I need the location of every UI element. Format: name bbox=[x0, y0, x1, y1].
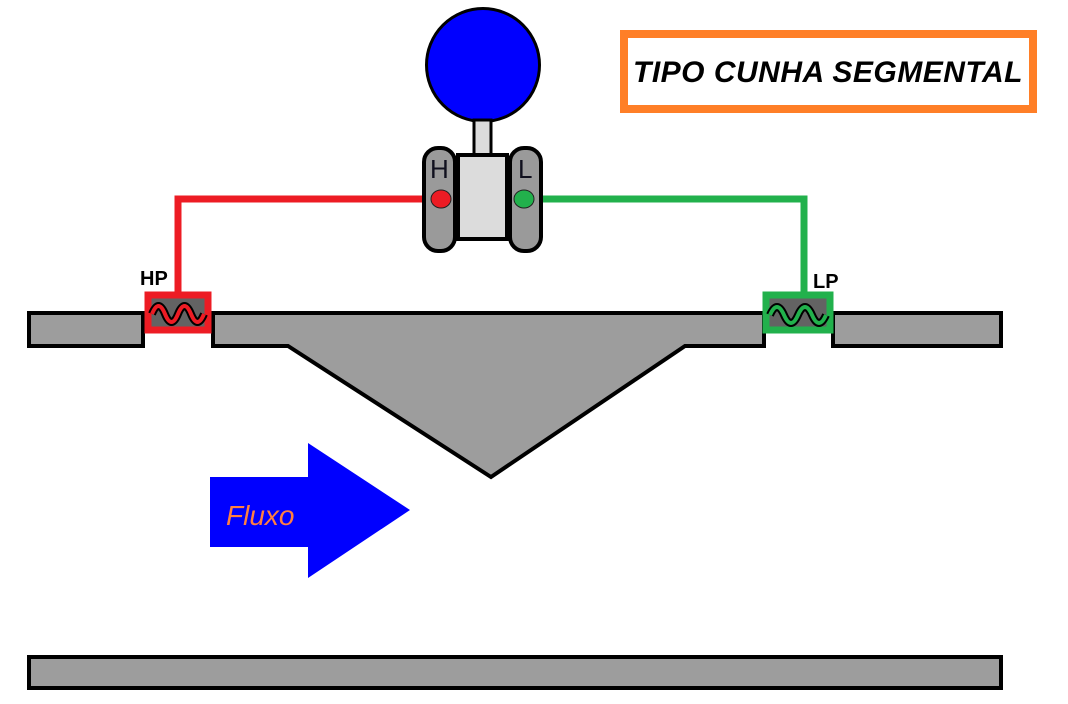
lp-tap-wave bbox=[768, 305, 828, 325]
impulse-line-high-pressure bbox=[174, 195, 441, 298]
impulse-line-low-pressure bbox=[524, 195, 808, 298]
lp-tap bbox=[762, 291, 834, 334]
flow-label: Fluxo bbox=[226, 500, 294, 531]
transmitter-indicator-dome bbox=[425, 7, 541, 123]
pipe-bottom-wall bbox=[27, 655, 1003, 690]
dp-transmitter: H L bbox=[422, 7, 543, 253]
transmitter-body bbox=[456, 153, 509, 241]
hp-tap bbox=[144, 291, 212, 334]
title-box-border bbox=[620, 30, 1037, 113]
title-box: TIPO CUNHA SEGMENTAL bbox=[620, 30, 1037, 113]
high-port-dot bbox=[430, 189, 452, 209]
title-text: TIPO CUNHA SEGMENTAL bbox=[633, 56, 1023, 89]
hp-label: HP bbox=[140, 268, 168, 290]
pipe-top-wall-left bbox=[27, 311, 145, 348]
high-port-letter: H bbox=[430, 154, 449, 184]
flow-arrow bbox=[210, 443, 410, 578]
low-port-dot bbox=[513, 189, 535, 209]
low-port-letter: L bbox=[518, 154, 532, 184]
pipe-top-wall-right bbox=[831, 311, 1003, 348]
lp-label: LP bbox=[813, 271, 839, 293]
flow-indicator: Fluxo bbox=[210, 443, 410, 578]
hp-tap-wave bbox=[150, 304, 206, 324]
hp-tap-window bbox=[144, 291, 212, 334]
pipe-top-wall-with-wedge bbox=[211, 311, 766, 480]
